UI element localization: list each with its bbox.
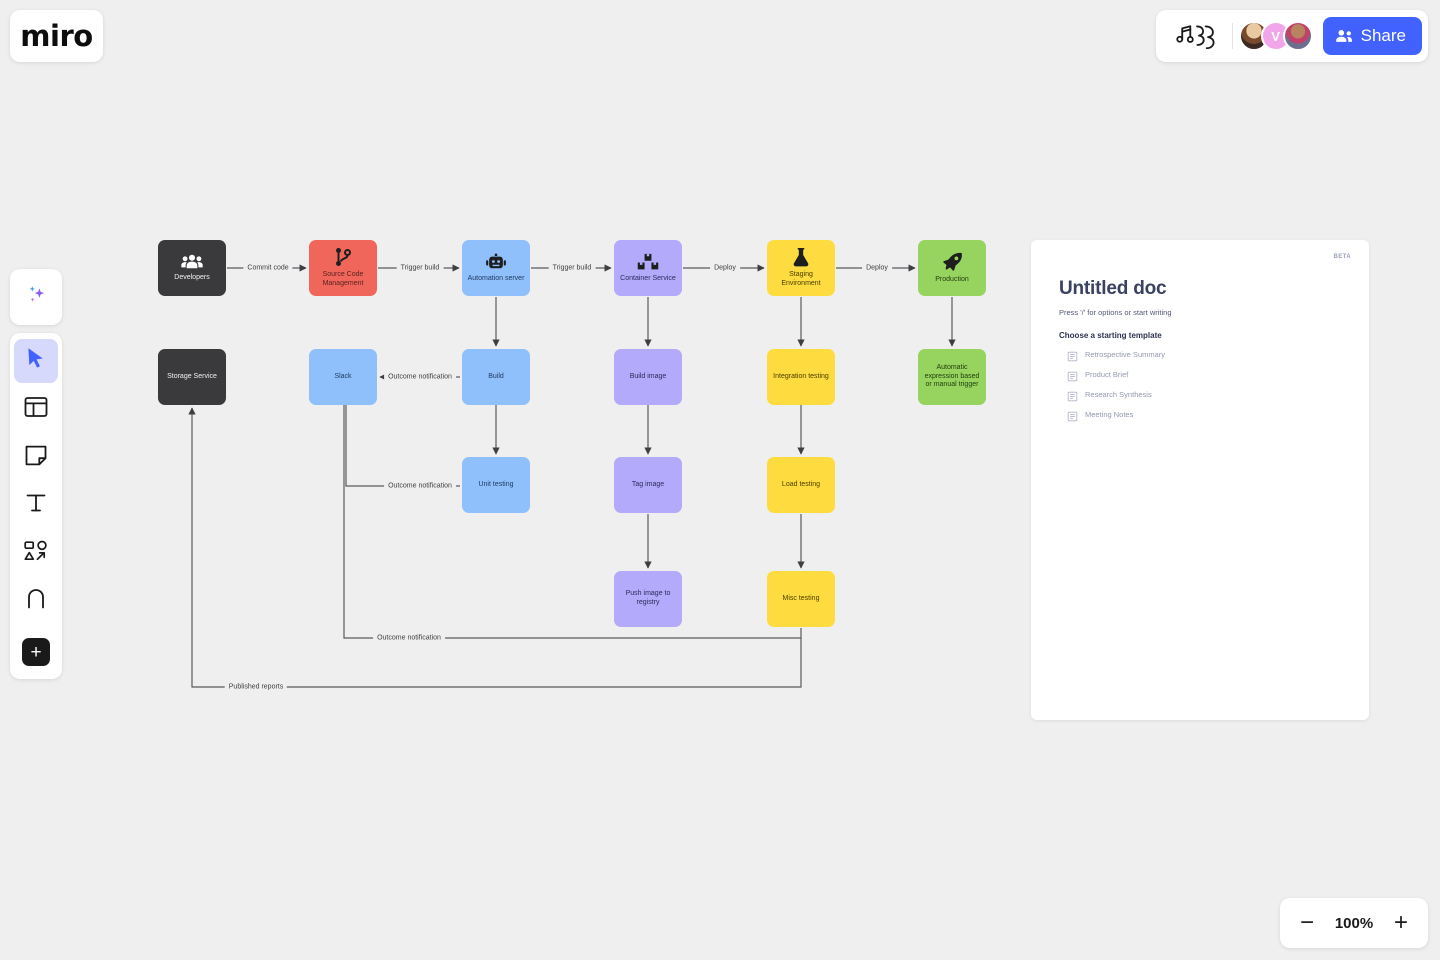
node-build-image[interactable]: Build image (614, 349, 682, 405)
miro-logo-text: miro (20, 18, 93, 53)
edge-label-outcome-notification-3: Outcome notification (373, 634, 445, 642)
node-label: Source Code Management (322, 271, 364, 287)
sticky-note-icon (25, 444, 47, 471)
untitled-doc-panel[interactable]: BETA Untitled doc Press '/' for options … (1031, 240, 1369, 720)
music-notes-icon[interactable] (1168, 20, 1226, 52)
node-label: Unit testing (478, 480, 514, 488)
edge-label-deploy-1: Deploy (710, 264, 740, 272)
left-toolbar: + (10, 333, 62, 679)
sparkles-icon (23, 282, 49, 313)
pen-tool[interactable] (14, 579, 58, 623)
node-misc-testing[interactable]: Misc testing (767, 571, 835, 627)
miro-logo[interactable]: miro (10, 10, 103, 62)
node-label: Misc testing (782, 594, 820, 602)
template-item-research-synthesis[interactable]: Research Synthesis (1059, 389, 1341, 402)
robot-icon (485, 253, 507, 271)
node-label: Automatic expression based or manual tri… (924, 363, 980, 389)
node-staging-environment[interactable]: Staging Environment (767, 240, 835, 296)
document-icon (1067, 409, 1078, 422)
zoom-level-label: 100% (1334, 914, 1374, 932)
node-automatic-trigger[interactable]: Automatic expression based or manual tri… (918, 349, 986, 405)
node-label: Production (935, 275, 969, 283)
template-label: Research Synthesis (1085, 390, 1152, 399)
node-unit-testing[interactable]: Unit testing (462, 457, 530, 513)
collaborator-avatars: V (1238, 21, 1313, 51)
template-item-retrospective-summary[interactable]: Retrospective Summary (1059, 349, 1341, 362)
node-label: Push image to registry (625, 590, 671, 606)
shapes-tool[interactable] (14, 531, 58, 575)
git-branch-icon (334, 247, 352, 267)
pen-icon (26, 587, 46, 616)
doc-subtitle: Press '/' for options or start writing (1059, 308, 1172, 317)
edge-label-outcome-notification-1: Outcome notification (384, 373, 456, 381)
template-label: Meeting Notes (1085, 410, 1134, 419)
edge-label-published-reports: Published reports (224, 683, 288, 691)
edge-label-commit-code: Commit code (243, 264, 293, 272)
people-icon (181, 254, 203, 270)
top-right-bar: V Share (1155, 10, 1428, 62)
document-icon (1067, 369, 1078, 382)
edge-label-deploy-2: Deploy (862, 264, 892, 272)
node-label: Tag image (631, 480, 665, 488)
doc-section-label: Choose a starting template (1059, 331, 1162, 340)
node-label: Slack (334, 372, 352, 380)
flask-icon (792, 247, 810, 267)
template-item-meeting-notes[interactable]: Meeting Notes (1059, 409, 1341, 422)
templates-tool[interactable] (14, 387, 58, 431)
shapes-icon (24, 540, 48, 567)
text-t-icon (25, 492, 47, 519)
node-label: Container Service (620, 274, 676, 282)
edge-label-trigger-build-2: Trigger build (548, 264, 596, 272)
node-build[interactable]: Build (462, 349, 530, 405)
node-label: Staging Environment (781, 271, 821, 287)
avatar[interactable] (1282, 21, 1313, 51)
sticky-note-tool[interactable] (14, 435, 58, 479)
edge-label-trigger-build-1: Trigger build (396, 264, 444, 272)
node-label: Storage Service (167, 372, 217, 380)
share-button-label: Share (1360, 26, 1406, 45)
node-label: Load testing (781, 480, 821, 488)
node-load-testing[interactable]: Load testing (767, 457, 835, 513)
node-integration-testing[interactable]: Integration testing (767, 349, 835, 405)
more-apps-tool[interactable]: + (14, 627, 58, 671)
node-slack[interactable]: Slack (309, 349, 377, 405)
zoom-in-button[interactable]: + (1388, 910, 1414, 936)
node-label: Build image (629, 372, 667, 380)
zoom-controls: − 100% + (1280, 898, 1428, 948)
share-button[interactable]: Share (1322, 17, 1422, 55)
node-label: Build (488, 372, 504, 380)
document-icon (1067, 389, 1078, 402)
document-icon (1067, 349, 1078, 362)
cursor-icon (25, 347, 47, 376)
template-label: Retrospective Summary (1085, 350, 1166, 359)
template-label: Product Brief (1085, 370, 1129, 379)
node-push-image-to-registry[interactable]: Push image to registry (614, 571, 682, 627)
text-tool[interactable] (14, 483, 58, 527)
template-list: Retrospective Summary Product Brief (1059, 349, 1341, 422)
node-developers[interactable]: Developers (158, 240, 226, 296)
zoom-out-button[interactable]: − (1294, 910, 1320, 936)
boxes-icon (637, 253, 659, 271)
ai-sparkle-tool[interactable] (10, 269, 62, 325)
template-item-product-brief[interactable]: Product Brief (1059, 369, 1341, 382)
node-label: Developers (174, 273, 210, 281)
doc-title[interactable]: Untitled doc (1059, 278, 1167, 299)
node-label: Automation server (467, 274, 525, 282)
rocket-icon (942, 252, 963, 272)
node-storage-service[interactable]: Storage Service (158, 349, 226, 405)
beta-badge: BETA (1333, 254, 1351, 260)
people-icon (1335, 29, 1353, 43)
node-source-code-management[interactable]: Source Code Management (309, 240, 377, 296)
select-tool[interactable] (14, 339, 58, 383)
node-automation-server[interactable]: Automation server (462, 240, 530, 296)
node-container-service[interactable]: Container Service (614, 240, 682, 296)
node-label: Integration testing (773, 372, 829, 380)
plus-icon: + (22, 638, 50, 666)
frame-icon (24, 396, 48, 423)
edge-label-outcome-notification-2: Outcome notification (384, 482, 456, 490)
node-tag-image[interactable]: Tag image (614, 457, 682, 513)
divider (1231, 23, 1233, 49)
node-production[interactable]: Production (918, 240, 986, 296)
